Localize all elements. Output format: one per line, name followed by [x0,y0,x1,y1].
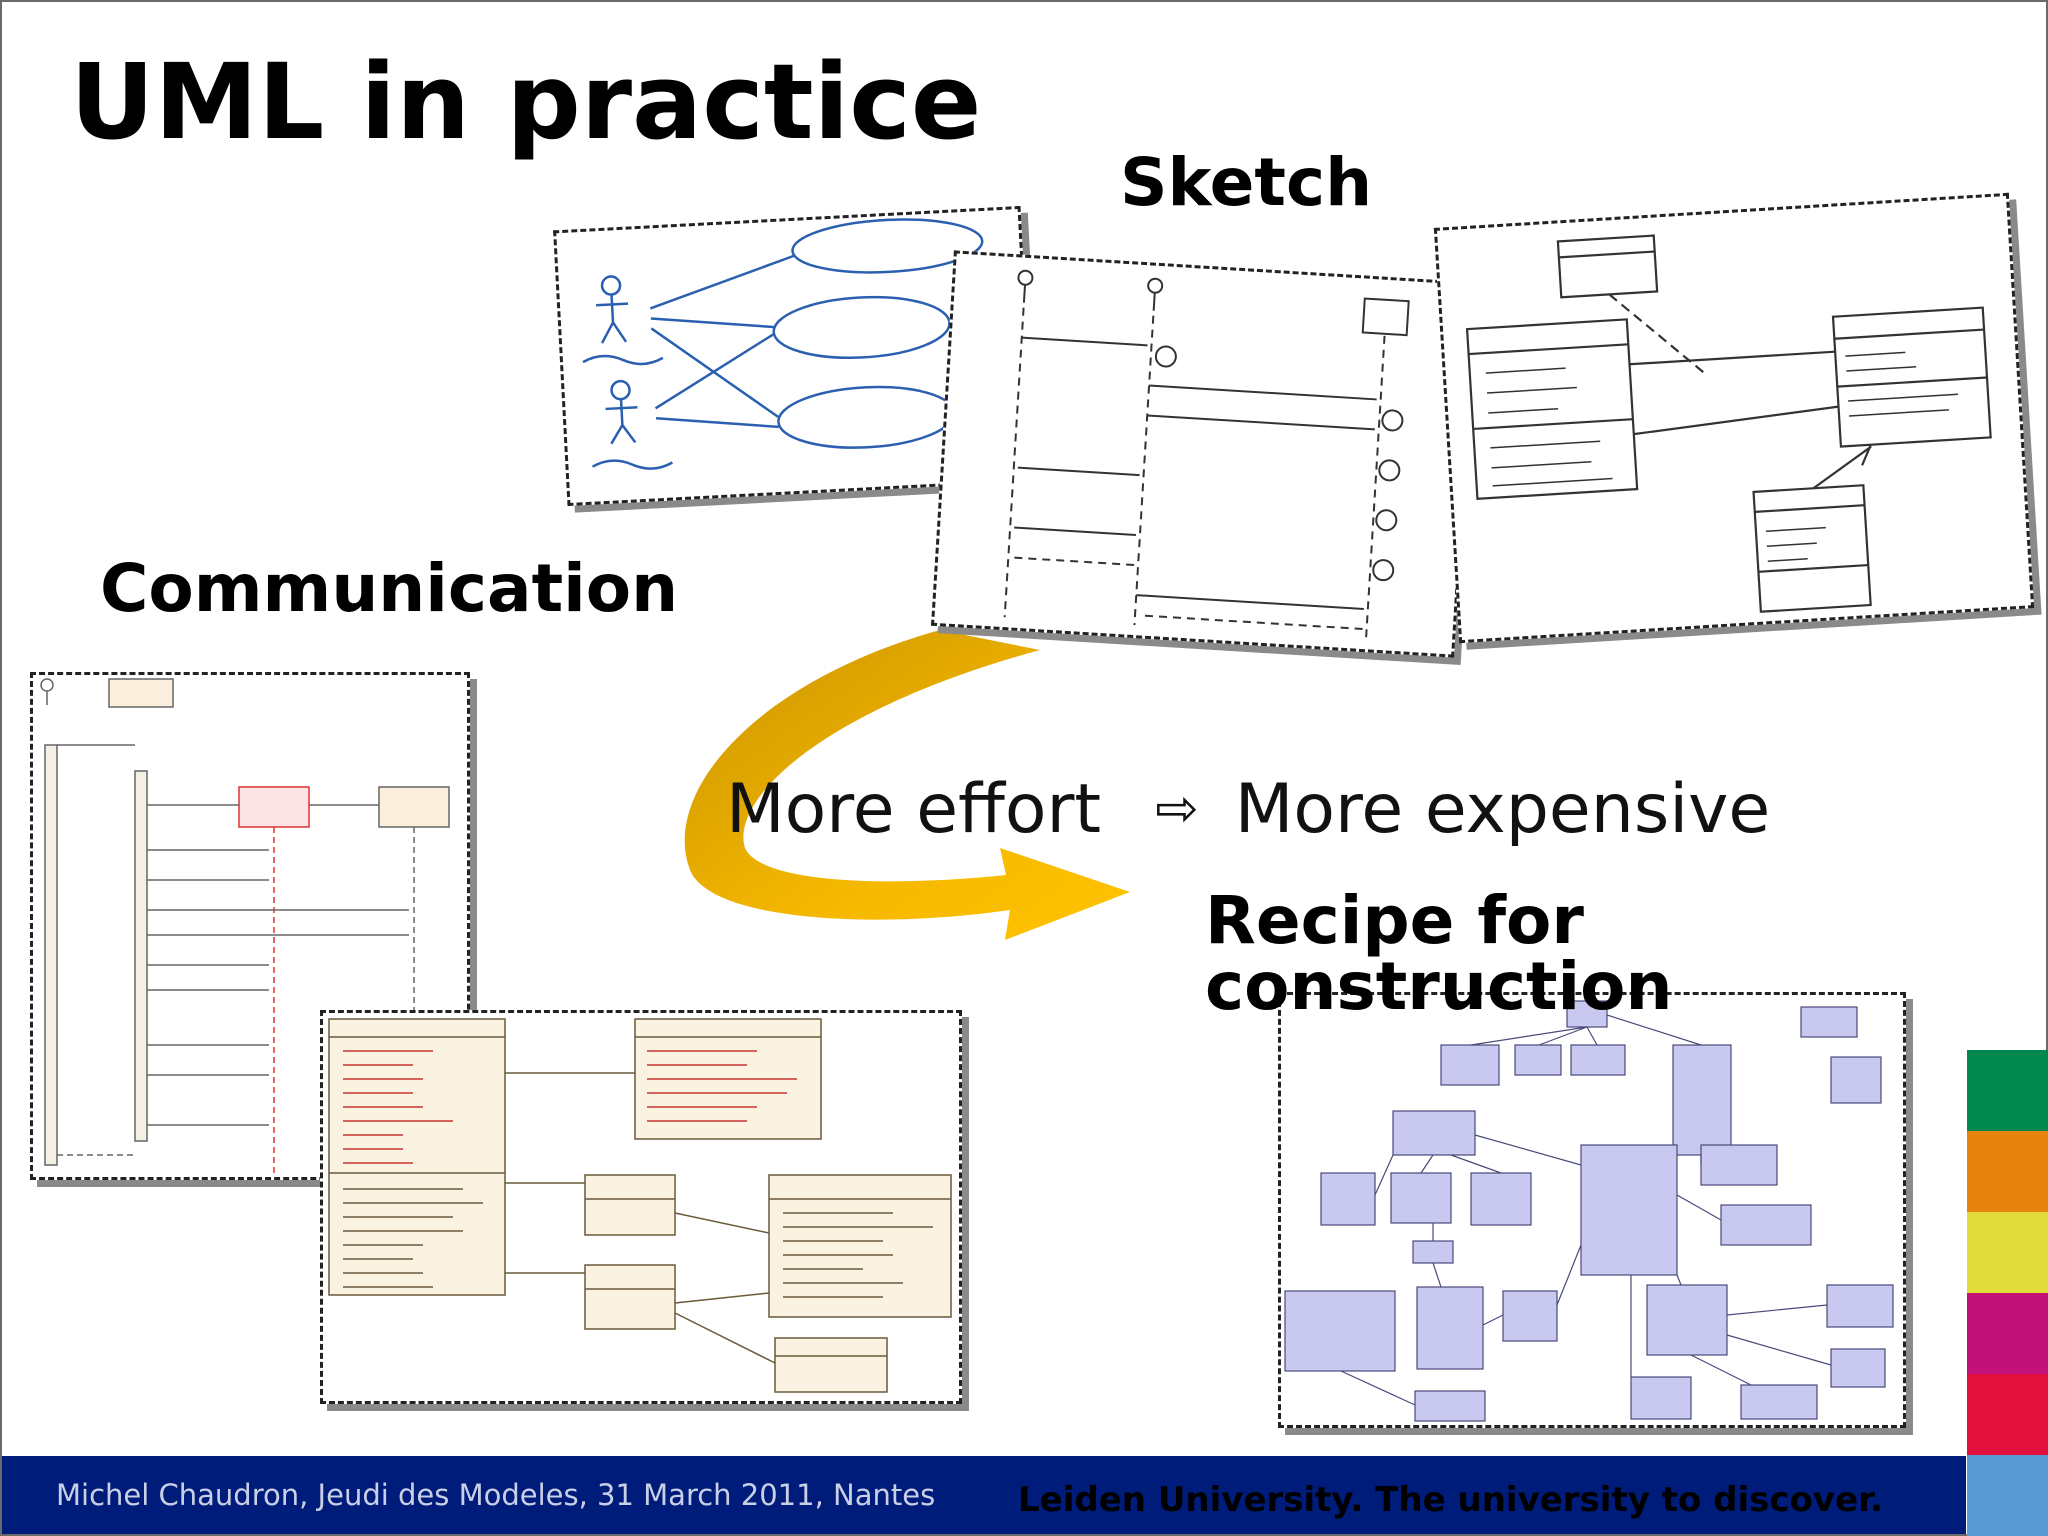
use-case-sketch-image [553,205,1035,507]
curved-arrow-icon [684,630,1130,940]
stripe-orange [1967,1131,2048,1212]
footer-bar: Michel Chaudron, Jeudi des Modeles, 31 M… [2,1456,1966,1534]
more-expensive-text: More expensive [1234,770,1771,849]
stripe-magenta [1967,1293,2048,1374]
communication-heading: Communication [100,550,679,627]
right-arrow-icon: ⇨ [1155,779,1199,839]
class-diagram-image [320,1010,962,1404]
stripe-green [1967,1050,2048,1131]
stripe-red [1967,1374,2048,1455]
effort-expense-line: More effort⇨More expensive [726,776,1770,844]
brand-color-stripes [1967,1050,2048,1536]
footer-author-text: Michel Chaudron, Jeudi des Modeles, 31 M… [56,1478,936,1512]
sketch-heading: Sketch [1120,144,1373,221]
stripe-blue [1967,1455,2048,1536]
sequence-sketch-image [931,250,1477,658]
recipe-heading: Recipe for construction [1205,882,1673,1025]
class-sketch-image [1433,192,2035,644]
more-effort-text: More effort [726,770,1102,849]
detailed-class-diagram-image [1278,992,1906,1428]
stripe-yellow [1967,1212,2048,1293]
slide-title: UML in practice [70,41,982,163]
footer-university-text: Leiden University. The university to dis… [1018,1480,1883,1520]
